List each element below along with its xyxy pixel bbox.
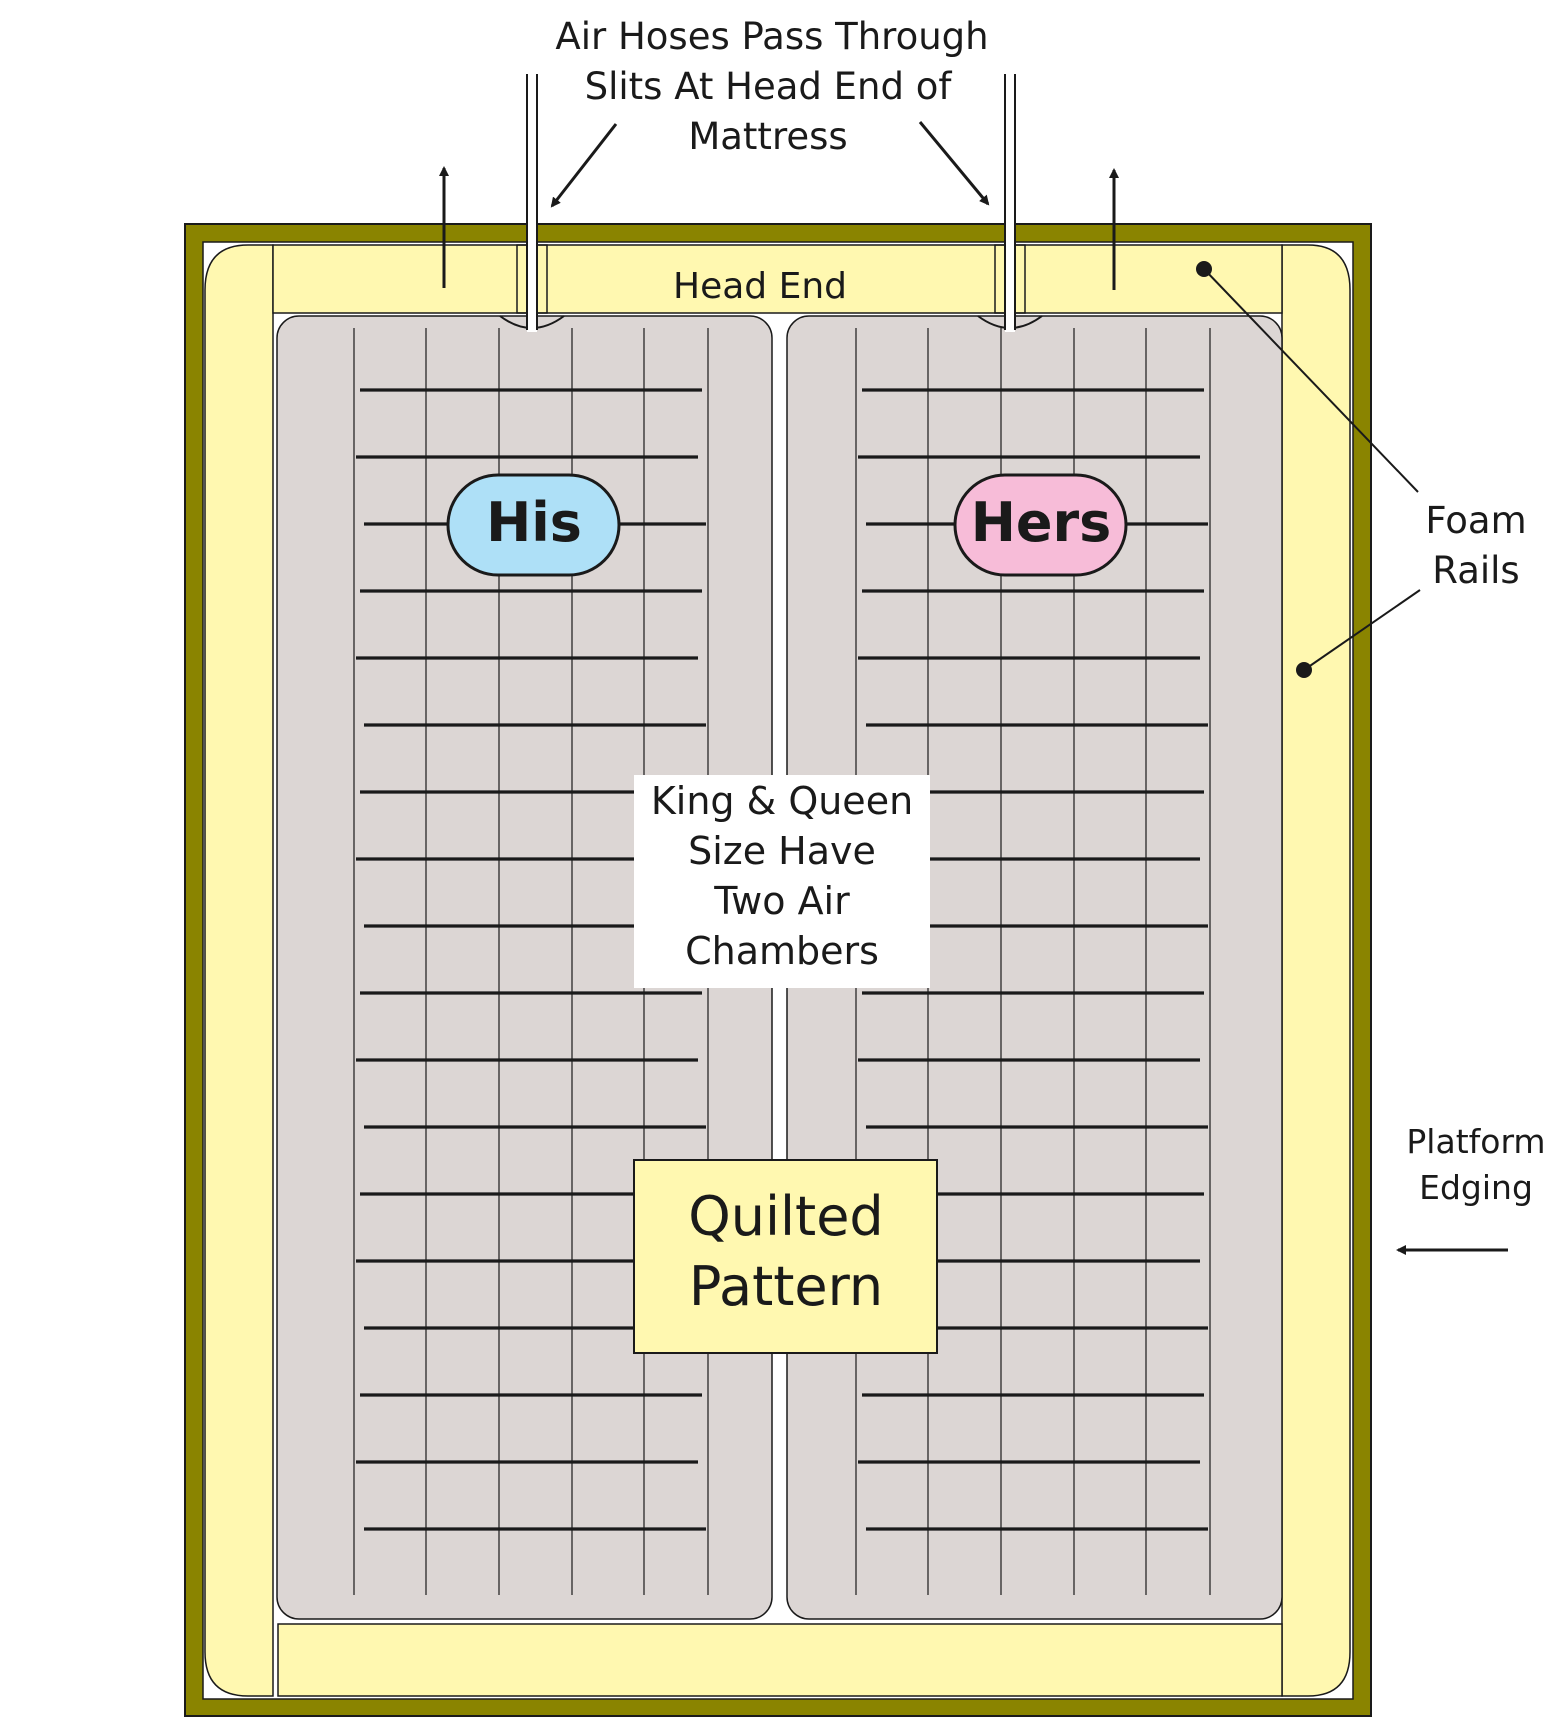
air-hose-right	[1004, 74, 1016, 332]
chambers-note-line1: King & Queen	[651, 779, 913, 823]
hers-badge	[953, 473, 1128, 577]
air-hose-left	[526, 74, 538, 332]
chambers-note-line3: Two Air	[713, 879, 850, 923]
quilted-pattern-line2: Pattern	[689, 1255, 883, 1318]
quilted-pattern-box	[633, 1159, 938, 1354]
hoses-caption-line3: Mattress	[688, 115, 847, 158]
his-label: His	[486, 491, 582, 554]
his-badge	[446, 473, 621, 577]
arrow-to-left-hose	[550, 123, 618, 208]
foam-rail-leader-side	[1303, 589, 1421, 671]
hoses-caption-line2: Slits At Head End of	[585, 65, 953, 108]
foam-rail-right	[1281, 244, 1351, 1697]
chambers-note-line2: Size Have	[688, 829, 876, 873]
arrow-to-right-hose	[918, 121, 990, 206]
foam-rail-left	[204, 244, 274, 1697]
hers-label: Hers	[971, 491, 1112, 554]
quilted-pattern-line1: Quilted	[688, 1185, 883, 1248]
head-end-label: Head End	[673, 266, 847, 307]
chambers-note-box	[634, 775, 930, 988]
foam-rails-caption-line1: Foam	[1425, 499, 1526, 542]
chambers-note-line4: Chambers	[685, 929, 879, 973]
foam-rail-leader-head	[1203, 268, 1419, 493]
platform-edging-caption-line2: Edging	[1419, 1168, 1533, 1207]
foam-rail-foot	[277, 1623, 1283, 1697]
hoses-caption-line1: Air Hoses Pass Through	[555, 15, 988, 58]
foam-rails-caption-line2: Rails	[1432, 549, 1519, 592]
platform-edging-caption-line1: Platform	[1406, 1122, 1545, 1161]
